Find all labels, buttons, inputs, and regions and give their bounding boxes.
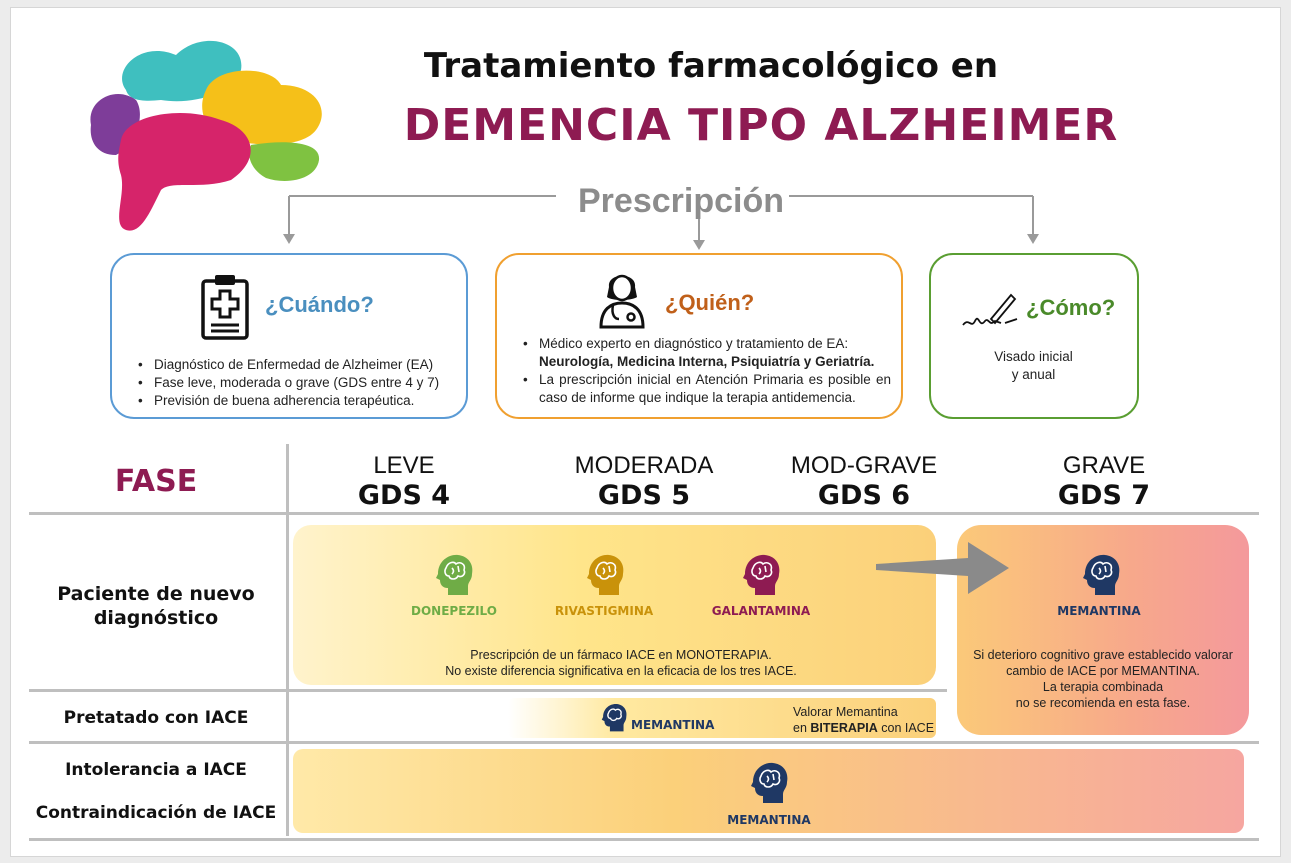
quien-specialties: Neurología, Medicina Interna, Psiquiatrí… xyxy=(539,354,875,369)
stage-moderada: MODERADA GDS 5 xyxy=(554,452,734,511)
stage-gds: GDS 6 xyxy=(817,480,911,511)
fase-label: FASE xyxy=(114,464,198,499)
prescripcion-heading: Prescripción xyxy=(578,182,784,220)
row-label-intolerancia: Intolerancia a IACE xyxy=(65,760,247,780)
title-line1: Tratamiento farmacológico en xyxy=(423,46,999,86)
como-line2: y anual xyxy=(1011,367,1056,382)
biterapia-line1: Valorar Memantina xyxy=(793,705,898,719)
grave-line1: Si deterioro cognitivo grave establecido… xyxy=(973,648,1233,678)
table-divider-row1 xyxy=(29,689,947,692)
brain-head-icon-memantina-biterapia xyxy=(601,703,627,732)
doctor-icon xyxy=(599,274,645,329)
drug-label-memantina-grave: MEMANTINA xyxy=(1057,604,1141,618)
band-biterapia xyxy=(508,698,936,738)
list-item: Previsión de buena adherencia terapéutic… xyxy=(134,392,464,410)
table-divider-header xyxy=(29,512,1259,515)
quien-title: ¿Quién? xyxy=(665,290,755,315)
brain-head-icon-galantamina xyxy=(743,554,780,595)
brain-head-icon-rivastigmina xyxy=(587,554,624,595)
como-line1: Visado inicial xyxy=(994,349,1073,364)
list-item: La prescripción inicial en Atención Prim… xyxy=(519,371,891,407)
prescription-connector-lines xyxy=(283,195,1039,250)
band-iace-monotherapy xyxy=(293,525,936,685)
grave-line3: no se recomienda en esta fase. xyxy=(1015,696,1191,710)
row-label-pretratado: Pretatado con IACE xyxy=(63,708,249,728)
stage-grave: GRAVE GDS 7 xyxy=(1014,452,1194,511)
title-line2: DEMENCIA TIPO ALZHEIMER xyxy=(403,100,1119,151)
table-vertical-divider xyxy=(286,444,289,836)
cuando-card: ¿Cuándo? Diagnóstico de Enfermedad de Al… xyxy=(110,253,468,419)
grave-line2: La terapia combinada xyxy=(1042,680,1164,694)
stage-gds: GDS 7 xyxy=(1057,480,1151,511)
biterapia-post: con IACE xyxy=(877,721,935,735)
table-divider-bottom xyxy=(29,838,1259,841)
monotherapy-line2: No existe diferencia significativa en la… xyxy=(445,664,797,678)
biterapia-note: Valorar Memantina en BITERAPIA con IACE xyxy=(793,704,943,736)
biterapia-bold: BITERAPIA xyxy=(810,721,878,735)
table-divider-row2 xyxy=(29,741,1259,744)
stage-gds: GDS 4 xyxy=(357,480,451,511)
brain-head-icon-memantina-intolerancia xyxy=(751,762,788,803)
stage-name: MOD-GRAVE xyxy=(790,452,938,479)
cuando-list: Diagnóstico de Enfermedad de Alzheimer (… xyxy=(134,356,464,410)
drug-label-galantamina: GALANTAMINA xyxy=(711,604,811,618)
como-title: ¿Cómo? xyxy=(1026,295,1116,320)
biterapia-line2: en BITERAPIA con IACE xyxy=(793,720,943,736)
drug-label-donepezilo: DONEPEZILO xyxy=(411,604,497,618)
brain-head-icon-donepezilo xyxy=(436,554,473,595)
grave-note: Si deterioro cognitivo grave establecido… xyxy=(969,647,1237,711)
stage-leve: LEVE GDS 4 xyxy=(324,452,484,511)
drug-label-memantina-intolerancia: MEMANTINA xyxy=(727,813,811,827)
row-label-contraindicacion: Contraindicación de IACE xyxy=(35,803,277,823)
brain-logo xyxy=(90,40,322,231)
infographic-sheet: Tratamiento farmacológico en DEMENCIA TI… xyxy=(10,7,1281,857)
brain-head-icon-memantina-grave xyxy=(1083,554,1120,595)
list-item: Médico experto en diagnóstico y tratamie… xyxy=(519,335,891,371)
list-item: Diagnóstico de Enfermedad de Alzheimer (… xyxy=(134,356,464,374)
stage-name: MODERADA xyxy=(574,452,714,479)
monotherapy-note: Prescripción de un fármaco IACE en MONOT… xyxy=(391,647,851,679)
drug-label-rivastigmina: RIVASTIGMINA xyxy=(554,604,654,618)
drug-label-memantina-biterapia: MEMANTINA xyxy=(631,718,715,732)
signature-pen-icon xyxy=(962,293,1018,326)
biterapia-pre: en xyxy=(793,721,811,735)
como-text: Visado inicial y anual xyxy=(931,348,1136,384)
stage-mod-grave: MOD-GRAVE GDS 6 xyxy=(774,452,954,511)
list-item: Fase leve, moderada o grave (GDS entre 4… xyxy=(134,374,464,392)
quien-list: Médico experto en diagnóstico y tratamie… xyxy=(519,335,891,407)
stage-name: LEVE xyxy=(373,452,435,479)
quien-card: ¿Quién? Médico experto en diagnóstico y … xyxy=(495,253,903,419)
monotherapy-line1: Prescripción de un fármaco IACE en MONOT… xyxy=(470,648,772,662)
clipboard-medical-icon xyxy=(201,275,249,340)
cuando-title: ¿Cuándo? xyxy=(265,292,374,317)
como-card: ¿Cómo? Visado inicial y anual xyxy=(929,253,1139,419)
stage-gds: GDS 5 xyxy=(597,480,691,511)
stage-name: GRAVE xyxy=(1062,452,1146,479)
quien-item1-text: Médico experto en diagnóstico y tratamie… xyxy=(539,336,849,351)
row-label-nuevo-diagnostico: Paciente de nuevo diagnóstico xyxy=(57,583,255,629)
arrow-to-memantina xyxy=(876,542,1009,594)
